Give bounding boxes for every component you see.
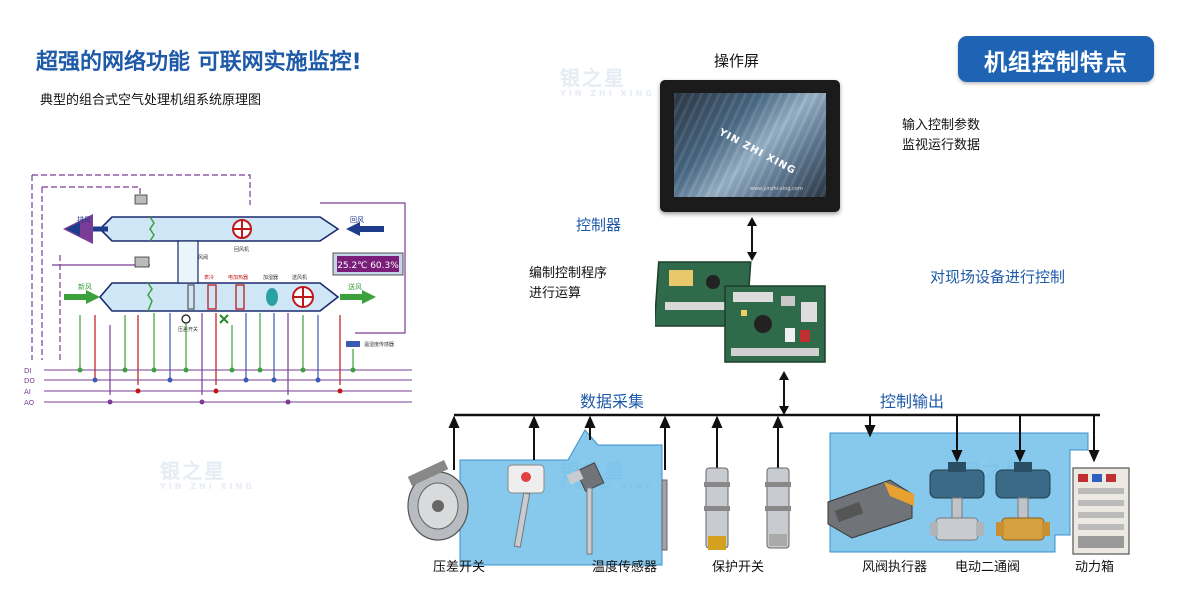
svg-text:压差开关: 压差开关 [178, 326, 198, 333]
screen-controller-link [747, 217, 757, 261]
pressure-switch-icon [407, 460, 469, 541]
controller-note-1: 编制控制程序 [529, 266, 608, 281]
temperature-sensor-icon [566, 462, 605, 555]
exhaust-arrow [66, 222, 80, 236]
io-label-ai: AI [24, 388, 31, 396]
io-label-do: DO [24, 377, 35, 385]
heater-icon [235, 284, 245, 310]
page-subtitle: 典型的组合式空气处理机组系统原理图 [40, 93, 262, 108]
data-collection-label: 数据采集 [580, 392, 645, 411]
screen-note-2: 监视运行数据 [902, 138, 981, 153]
label-damper-actuator: 风阀执行器 [862, 560, 928, 575]
svg-text:回风: 回风 [350, 216, 364, 224]
feature-badge: 机组控制特点 [958, 36, 1154, 82]
svg-text:新风: 新风 [78, 282, 92, 291]
protection-switch-icon [765, 467, 791, 549]
valve-icon [219, 314, 229, 324]
field-control-label: 对现场设备进行控制 [930, 268, 1066, 286]
probe-icon [661, 479, 668, 551]
screen-label: 操作屏 [714, 52, 760, 70]
damper-icon [134, 256, 150, 268]
screen-display: YIN ZHI XING www.yinzhi-xing.com [674, 93, 826, 197]
controller-boards [655, 261, 826, 363]
label-power-box: 动力箱 [1075, 560, 1115, 575]
return-duct [98, 216, 340, 242]
svg-text:回风机: 回风机 [234, 246, 249, 253]
label-electric-valve: 电动二通阀 [955, 560, 1021, 575]
svg-text:送风: 送风 [348, 282, 362, 291]
svg-text:送风机: 送风机 [292, 274, 307, 281]
fresh-arrow [86, 290, 100, 304]
label-protection-switch: 保护开关 [712, 560, 765, 575]
dp-gauge-icon [181, 314, 191, 324]
io-label-di: DI [24, 367, 31, 375]
feature-badge-label: 机组控制特点 [984, 50, 1128, 76]
svg-text:表冷: 表冷 [204, 274, 214, 281]
svg-text:排风: 排风 [77, 215, 91, 224]
data-panel [459, 429, 663, 566]
coil-icon [207, 284, 217, 310]
svg-text:风阀: 风阀 [198, 254, 208, 261]
screen-url: www.yinzhi-xing.com [750, 186, 803, 192]
damper-actuator-icon [827, 479, 914, 539]
svg-text:温湿度传感器: 温湿度传感器 [364, 341, 394, 348]
supply-arrow [362, 290, 376, 304]
operating-screen: YIN ZHI XING www.yinzhi-xing.com [660, 80, 840, 212]
field-bus [407, 413, 1130, 566]
return-arrow [346, 222, 360, 236]
power-box-icon [1072, 467, 1130, 555]
electric-valve-icon [995, 462, 1051, 541]
controller-note-2: 进行运算 [529, 286, 582, 301]
duct-sensor-icon [507, 464, 545, 548]
svg-text:25.2℃ 60.3%: 25.2℃ 60.3% [337, 261, 399, 271]
page-title: 超强的网络功能 可联网实施监控! [36, 50, 362, 75]
temp-humidity-sensor-icon [346, 341, 360, 347]
control-output-label: 控制输出 [880, 392, 945, 411]
ahu-display [337, 256, 399, 272]
electric-valve-icon [929, 462, 985, 541]
humidifier-icon [266, 288, 278, 306]
protection-switch-icon [704, 467, 730, 550]
io-label-ao: AO [24, 399, 35, 407]
svg-text:加湿器: 加湿器 [263, 274, 278, 281]
svg-text:电加热器: 电加热器 [228, 274, 248, 281]
screen-note-1: 输入控制参数 [902, 118, 981, 133]
controller-label: 控制器 [576, 216, 622, 234]
label-pressure-switch: 压差开关 [433, 560, 486, 575]
label-temperature-sensor: 温度传感器 [592, 560, 658, 575]
ahu-schematic: 25.2℃ 60.3% 排风 回风 新风 送风 回风机 风阀 表冷 电加热器 加… [24, 174, 412, 407]
controller-bus-link [779, 371, 789, 415]
